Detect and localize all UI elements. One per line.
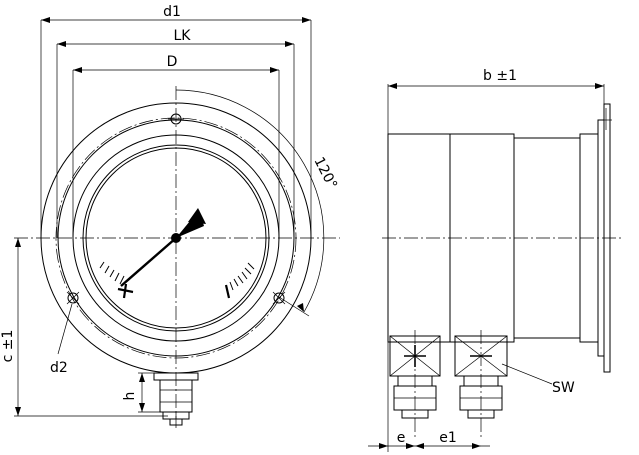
scale-ticks-left <box>99 261 134 299</box>
label-b: b ±1 <box>483 68 517 84</box>
bolt-hole-right <box>272 291 286 305</box>
side-view: SW b ±1 e e1 <box>368 68 624 452</box>
dimension-c <box>14 238 168 417</box>
label-e1: e1 <box>439 430 457 446</box>
connection-block-2 <box>454 330 508 440</box>
dimension-h <box>138 372 160 413</box>
gauge-needle-icon <box>120 208 206 287</box>
label-lk: LK <box>174 28 192 44</box>
front-view: d1 LK D 120° c ±1 <box>0 4 340 428</box>
dimension-lk <box>56 41 295 238</box>
case-front-section <box>387 133 451 343</box>
dimension-e <box>368 342 415 452</box>
dimension-d <box>72 67 280 238</box>
label-d: D <box>167 54 178 70</box>
angle-dimension-arc <box>175 89 325 313</box>
label-sw: SW <box>552 380 575 396</box>
label-c: c ±1 <box>0 330 16 363</box>
connection-block-1 <box>389 330 441 440</box>
pressure-connection-stem <box>153 372 199 426</box>
dimension-b <box>387 83 605 134</box>
sw-leader-line <box>501 363 553 385</box>
bolt-hole-left <box>66 291 80 305</box>
dimension-e1 <box>415 443 490 449</box>
label-e: e <box>397 430 406 446</box>
label-h: h <box>122 392 138 401</box>
d2-leader-line <box>57 303 73 355</box>
label-d1: d1 <box>163 4 181 20</box>
label-d2: d2 <box>50 360 68 376</box>
dimension-d1 <box>40 17 312 238</box>
scale-ticks-right <box>224 262 255 299</box>
angle-arrow-icon <box>297 303 304 312</box>
